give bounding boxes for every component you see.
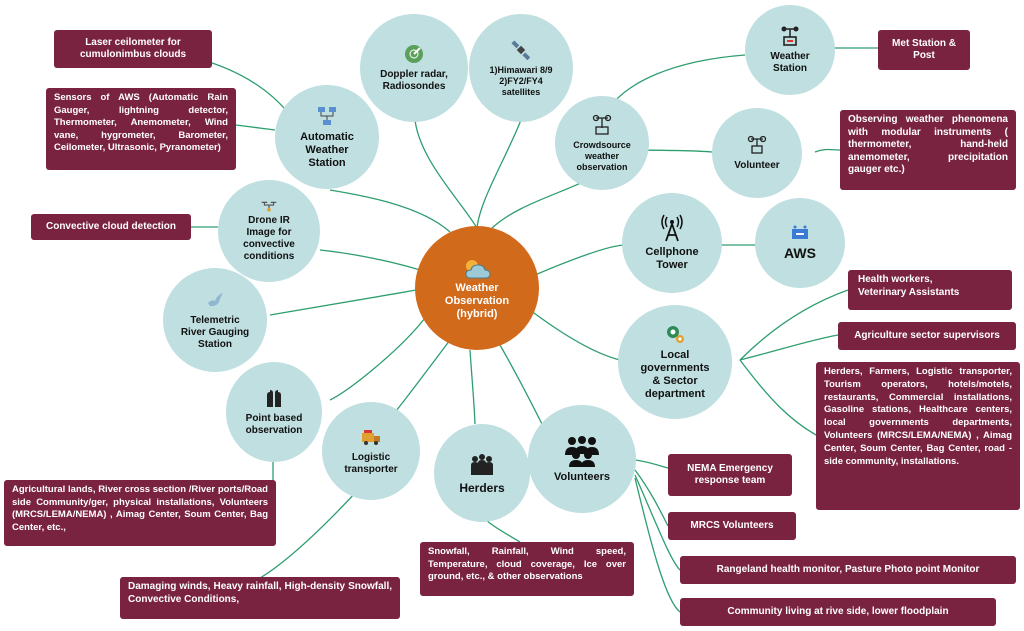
aws-station-label: Automatic Weather Station — [300, 130, 354, 169]
cell-tower-icon — [661, 214, 683, 242]
local-governments-node: Local governments & Sector department — [618, 305, 732, 419]
weather-station-icon — [781, 26, 799, 46]
cloud-sun-icon — [465, 259, 491, 278]
community-floodplain-box: Community living at rive side, lower flo… — [680, 598, 996, 626]
volunteers-node: Volunteers — [528, 405, 636, 513]
volunteer-node: Volunteer — [712, 108, 802, 198]
mrcs-volunteers-box: MRCS Volunteers — [668, 512, 796, 540]
stakeholders-list-box: Herders, Farmers, Logistic transporter, … — [816, 362, 1020, 510]
drone-ir-node: Drone IR Image for convective conditions — [218, 180, 320, 282]
satellite-icon — [511, 39, 531, 60]
nema-emergency-box: NEMA Emergency response team — [668, 454, 792, 496]
aws-device-icon — [792, 225, 808, 239]
doppler-label: Doppler radar, Radiosondes — [380, 69, 448, 92]
health-workers-box: Health workers, Veterinary Assistants — [848, 270, 1012, 310]
logistic-label: Logistic transporter — [344, 452, 398, 475]
laser-ceilometer-box: Laser ceilometer for cumulonimbus clouds — [54, 30, 212, 68]
river-gauging-node: Telemetric River Gauging Station — [163, 268, 267, 372]
observations-list-box: Snowfall, Rainfall, Wind speed, Temperat… — [420, 542, 634, 596]
people-group-icon — [565, 435, 599, 467]
aws-node: AWS — [755, 198, 845, 288]
met-station-box: Met Station & Post — [878, 30, 970, 70]
cellphone-tower-node: Cellphone Tower — [622, 193, 722, 293]
aws-sensors-box: Sensors of AWS (Automatic Rain Gauger, l… — [46, 88, 236, 170]
automatic-weather-station-node: Automatic Weather Station — [275, 85, 379, 189]
observing-weather-box: Observing weather phenomena with modular… — [840, 110, 1016, 190]
volunteer-instrument-icon — [747, 135, 767, 154]
bird-icon — [208, 293, 223, 307]
agricultural-lands-box: Agricultural lands, River cross section … — [4, 480, 276, 546]
aws-network-icon — [318, 106, 336, 125]
agriculture-supervisors-box: Agriculture sector supervisors — [838, 322, 1016, 350]
logistic-transporter-node: Logistic transporter — [322, 402, 420, 500]
point-based-label: Point based observation — [245, 413, 303, 436]
herders-node: Herders — [434, 424, 530, 522]
drone-label: Drone IR Image for convective conditions — [243, 215, 295, 262]
weather-station-node: Weather Station — [745, 5, 835, 95]
hands-icon — [267, 390, 281, 407]
cellphone-label: Cellphone Tower — [645, 246, 699, 271]
doppler-radar-node: Doppler radar, Radiosondes — [360, 14, 468, 122]
drone-icon — [261, 201, 277, 212]
local-gov-label: Local governments & Sector department — [640, 349, 710, 400]
volunteer-label: Volunteer — [734, 160, 780, 171]
herders-label: Herders — [459, 481, 505, 495]
point-based-node: Point based observation — [226, 362, 322, 462]
radar-icon — [405, 45, 423, 63]
himawari-satellites-node: 1)Himawari 8/9 2)FY2/FY4 satellites — [469, 14, 573, 122]
center-weather-observation: Weather Observation (hybrid) — [415, 226, 539, 350]
herders-icon — [471, 454, 493, 475]
weather-station-label: Weather Station — [770, 51, 810, 74]
convective-cloud-box: Convective cloud detection — [31, 214, 191, 240]
center-label: Weather Observation (hybrid) — [444, 281, 510, 320]
government-gear-icon — [667, 326, 684, 343]
aws-label: AWS — [784, 245, 816, 261]
crowdsource-label: Crowdsource weather observation — [573, 139, 631, 172]
weather-instrument-icon — [592, 114, 612, 135]
damaging-winds-box: Damaging winds, Heavy rainfall, High-den… — [120, 577, 400, 619]
volunteers-label: Volunteers — [553, 470, 611, 483]
crowdsource-node: Crowdsource weather observation — [555, 96, 649, 190]
himawari-label: 1)Himawari 8/9 2)FY2/FY4 satellites — [489, 64, 553, 97]
river-gauge-label: Telemetric River Gauging Station — [180, 315, 250, 350]
truck-icon — [362, 430, 380, 445]
rangeland-monitor-box: Rangeland health monitor, Pasture Photo … — [680, 556, 1016, 584]
